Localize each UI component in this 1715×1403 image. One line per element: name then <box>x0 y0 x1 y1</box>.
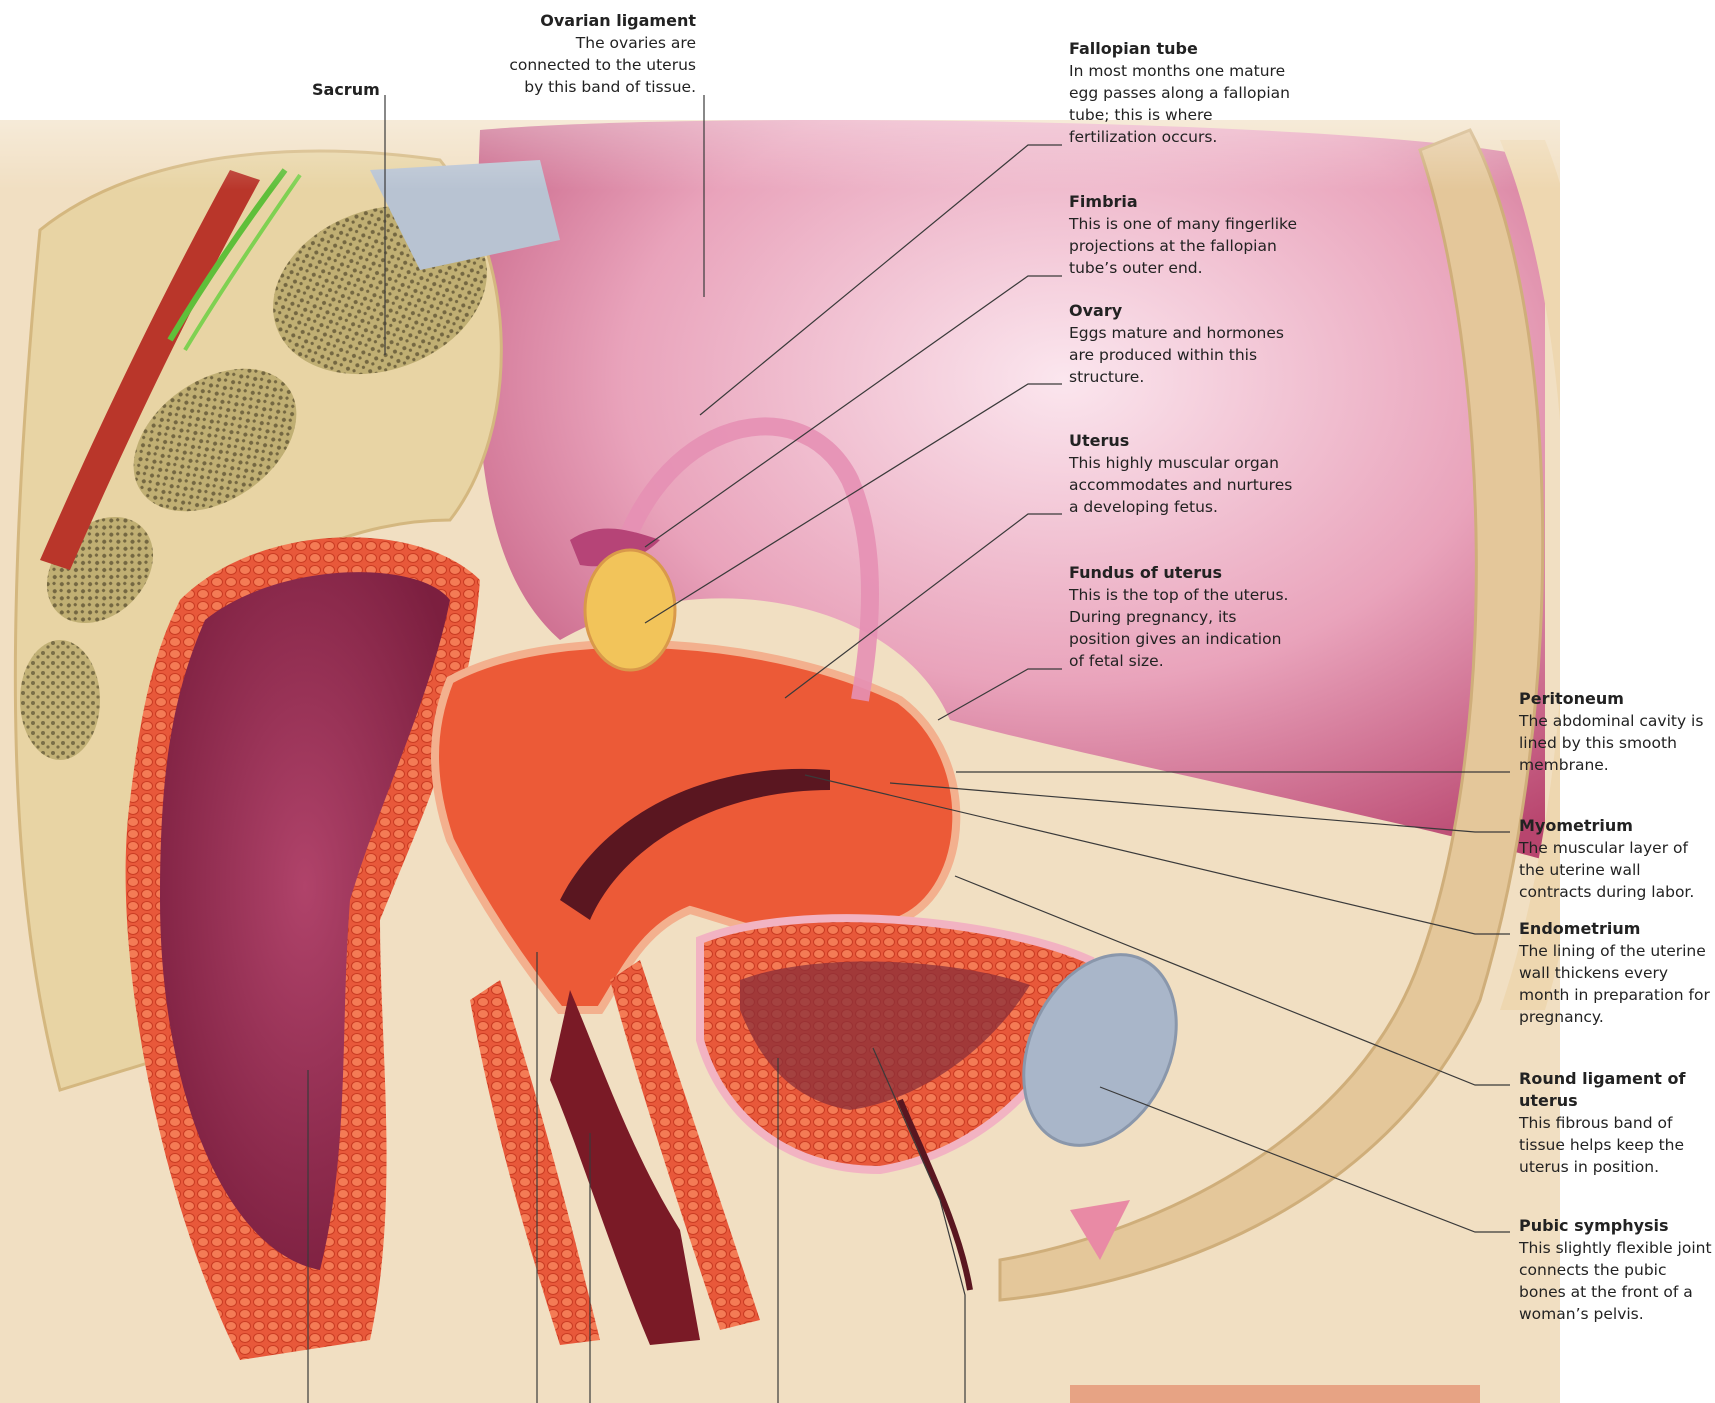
label-uterus-title: Uterus <box>1069 430 1299 452</box>
label-round-ligament-desc: This fibrous band of tissue helps keep t… <box>1519 1112 1699 1178</box>
label-fallopian-tube-desc: In most months one mature egg passes alo… <box>1069 60 1299 148</box>
label-uterus: Uterus This highly muscular organ accomm… <box>1069 430 1299 518</box>
label-ovary-desc: Eggs mature and hormones are produced wi… <box>1069 322 1291 388</box>
label-pubic-symphysis-title: Pubic symphysis <box>1519 1215 1713 1237</box>
label-endometrium: Endometrium The lining of the uterine wa… <box>1519 918 1711 1028</box>
label-myometrium-title: Myometrium <box>1519 815 1711 837</box>
label-fimbria-title: Fimbria <box>1069 191 1299 213</box>
label-ovarian-ligament-title: Ovarian ligament <box>490 10 696 32</box>
label-fallopian-tube: Fallopian tube In most months one mature… <box>1069 38 1299 148</box>
label-ovary: Ovary Eggs mature and hormones are produ… <box>1069 300 1291 388</box>
label-ovarian-ligament-desc: The ovaries are connected to the uterus … <box>490 32 696 98</box>
inset-image <box>1070 1385 1480 1403</box>
label-endometrium-desc: The lining of the uterine wall thickens … <box>1519 940 1711 1028</box>
label-myometrium-desc: The muscular layer of the uterine wall c… <box>1519 837 1711 903</box>
label-endometrium-title: Endometrium <box>1519 918 1711 940</box>
label-ovary-title: Ovary <box>1069 300 1291 322</box>
ovary <box>585 550 675 670</box>
label-peritoneum-desc: The abdominal cavity is lined by this sm… <box>1519 710 1711 776</box>
label-peritoneum-title: Peritoneum <box>1519 688 1711 710</box>
label-pubic-symphysis-desc: This slightly flexible joint connects th… <box>1519 1237 1713 1325</box>
label-round-ligament: Round ligament of uterus This fibrous ba… <box>1519 1068 1699 1178</box>
label-ovarian-ligament: Ovarian ligament The ovaries are connect… <box>490 10 696 98</box>
label-fimbria-desc: This is one of many fingerlike projectio… <box>1069 213 1299 279</box>
label-sacrum-title: Sacrum <box>312 79 380 101</box>
label-peritoneum: Peritoneum The abdominal cavity is lined… <box>1519 688 1711 776</box>
label-fundus-title: Fundus of uterus <box>1069 562 1299 584</box>
label-myometrium: Myometrium The muscular layer of the ute… <box>1519 815 1711 903</box>
label-fimbria: Fimbria This is one of many fingerlike p… <box>1069 191 1299 279</box>
label-pubic-symphysis: Pubic symphysis This slightly flexible j… <box>1519 1215 1713 1325</box>
label-uterus-desc: This highly muscular organ accommodates … <box>1069 452 1299 518</box>
label-sacrum: Sacrum <box>312 79 380 101</box>
label-fallopian-tube-title: Fallopian tube <box>1069 38 1299 60</box>
sacrum-marrow-4 <box>20 640 100 760</box>
label-fundus: Fundus of uterus This is the top of the … <box>1069 562 1299 672</box>
label-round-ligament-title: Round ligament of uterus <box>1519 1068 1699 1112</box>
label-fundus-desc: This is the top of the uterus. During pr… <box>1069 584 1299 672</box>
